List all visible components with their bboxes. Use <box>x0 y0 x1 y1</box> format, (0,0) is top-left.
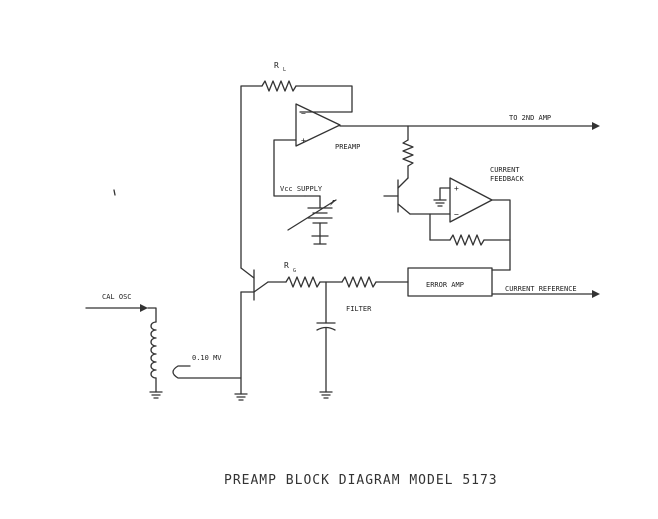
voltage-label: 0.10 MV <box>192 354 222 362</box>
arrow-right-icon <box>592 290 600 298</box>
rg-label: R <box>284 261 289 270</box>
current-reference-label: CURRENT REFERENCE <box>505 285 577 293</box>
cf-minus: − <box>454 210 459 219</box>
rg-subscript: G <box>293 268 296 274</box>
filter-label: FILTER <box>346 305 372 313</box>
preamp-opamp <box>295 103 341 147</box>
inductor-coil <box>149 321 163 399</box>
rl-feedback-path <box>240 80 353 269</box>
current-feedback-opamp <box>449 177 493 223</box>
collector-resistor <box>402 125 414 179</box>
current-feedback-label-2: FEEDBACK <box>490 175 525 183</box>
to-2nd-amp-label: TO 2ND AMP <box>509 114 551 122</box>
vcc-supply-label: Vcc SUPPLY <box>280 185 323 193</box>
rl-subscript: L <box>283 67 286 73</box>
current-feedback-label-1: CURRENT <box>490 166 520 174</box>
stray-mark <box>113 189 116 196</box>
arrow-right-icon <box>140 304 148 312</box>
rl-label: R <box>274 61 279 70</box>
preamp-plus-loop <box>273 139 306 197</box>
current-reference-line <box>491 290 600 298</box>
adjustable-supply <box>287 195 337 245</box>
error-amp-label: ERROR AMP <box>426 281 464 289</box>
preamp-minus: − <box>301 109 306 118</box>
arrow-right-icon <box>592 122 600 130</box>
coupling-loop <box>172 365 242 379</box>
feedback-transistor <box>383 177 431 241</box>
filter-resistor <box>341 276 409 288</box>
input-transistor <box>240 267 269 395</box>
cf-feedback-loop <box>429 199 511 271</box>
preamp-label: PREAMP <box>335 143 360 151</box>
filter-capacitor <box>316 281 336 399</box>
cal-osc-input <box>85 304 157 323</box>
error-amp-block <box>407 267 493 297</box>
emitter-ground <box>234 393 248 401</box>
preamp-plus: + <box>301 136 306 145</box>
output-line <box>339 122 600 130</box>
cf-ground <box>433 187 451 207</box>
cf-plus: + <box>454 184 459 193</box>
cal-osc-label: CAL OSC <box>102 293 132 301</box>
rg-resistor <box>267 276 343 288</box>
diagram-caption: PREAMP BLOCK DIAGRAM MODEL 5173 <box>224 473 498 488</box>
